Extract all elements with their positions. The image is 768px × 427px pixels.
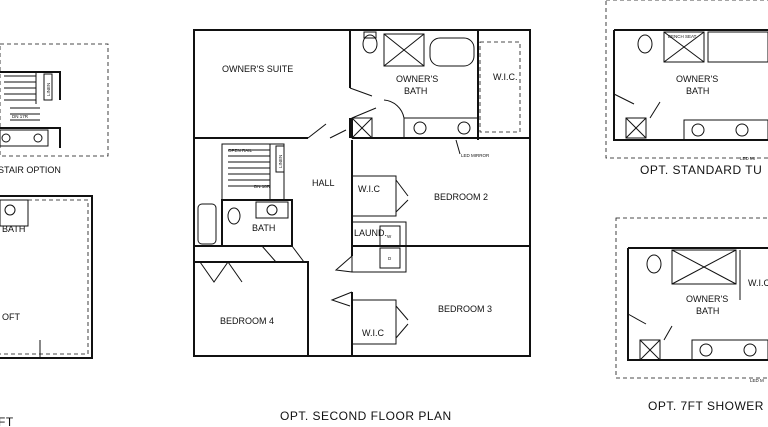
standard-owners-label-1: OWNER'S xyxy=(676,74,718,84)
shower-owners-label-2: BATH xyxy=(696,306,719,316)
bedroom3-label: BEDROOM 3 xyxy=(438,304,492,314)
standard-toilet xyxy=(637,34,653,54)
owners-wic-outline xyxy=(479,41,521,133)
shower-led-label: LED M xyxy=(750,378,764,383)
bedroom4-walls xyxy=(194,261,309,356)
hall-bath-tub xyxy=(197,203,217,245)
dryer xyxy=(379,247,401,269)
laundry-label: LAUND. xyxy=(354,228,387,238)
standard-tub xyxy=(707,31,768,63)
loft-option-detail: BATH OFT FT xyxy=(0,195,93,427)
stair-dn-label: DN 18R xyxy=(254,184,271,189)
owners-bath-label-1: OWNER'S xyxy=(396,74,438,84)
shower-7ft xyxy=(671,249,737,285)
standard-tub-caption: OPT. STANDARD TU xyxy=(640,163,762,177)
loft-bath-label: BATH xyxy=(2,224,25,234)
stair-option-boundary xyxy=(0,43,109,157)
stair-note: OPEN RAIL xyxy=(228,148,253,153)
owners-wic-label: W.I.C. xyxy=(493,72,518,82)
loft-room-label: OFT xyxy=(2,312,20,322)
standard-tub-boundary xyxy=(605,0,768,159)
hall-doors xyxy=(307,123,347,139)
shower-caption: OPT. 7FT SHOWER xyxy=(648,399,764,413)
shower-wic-label: W.I.C xyxy=(748,278,768,288)
hall-bath-label: BATH xyxy=(252,223,275,233)
standard-vanity xyxy=(683,119,768,141)
owners-tub xyxy=(429,37,475,67)
standard-tub-detail: BENCH SEAT OWNER'S BATH LED MI OPT. STAN… xyxy=(605,0,768,177)
standard-owners-label-2: BATH xyxy=(686,86,709,96)
hall-bath-vanity xyxy=(255,201,289,219)
loft-walls xyxy=(0,195,93,359)
owners-linen-closet xyxy=(351,117,373,139)
shower-option-detail: OWNER'S BATH W.I.C LED M OPT. 7FT SHOWER xyxy=(615,217,768,413)
owners-suite-label: OWNER'S SUITE xyxy=(222,64,293,74)
loft-bath-fixture xyxy=(0,199,29,227)
linen-label: LINEN xyxy=(278,155,283,168)
bedroom2-wic-label: W.I.C xyxy=(358,184,380,194)
bedroom4-label: BEDROOM 4 xyxy=(220,316,274,326)
bedroom2-wic xyxy=(351,175,397,217)
owners-toilet xyxy=(362,34,378,54)
second-floor-caption: OPT. SECOND FLOOR PLAN xyxy=(280,409,452,423)
svg-text:W: W xyxy=(387,234,392,239)
standard-led-label: LED MI xyxy=(740,156,755,161)
shower-vanity xyxy=(691,339,768,361)
stair-option-linen-label: LINEN xyxy=(46,83,51,96)
stair-option-walls xyxy=(0,71,61,148)
standard-tub-walls xyxy=(613,29,768,141)
stair-option-detail: LINEN DN 17R STAIR OPTION xyxy=(0,43,109,175)
loft-caption: FT xyxy=(0,415,14,427)
owners-doors xyxy=(349,87,405,119)
hall-bath-walls xyxy=(194,199,293,247)
hall-label: HALL xyxy=(312,178,335,188)
laundry-room xyxy=(351,221,407,273)
exterior-walls xyxy=(193,29,531,357)
standard-shower xyxy=(663,31,705,63)
owners-shower xyxy=(383,33,425,67)
shower-toilet xyxy=(646,254,662,274)
standard-bench-label: BENCH SEAT xyxy=(668,34,697,39)
hall-bath-toilet xyxy=(227,207,241,225)
owners-suite-walls xyxy=(194,30,530,139)
bedroom3-wic xyxy=(351,299,397,345)
svg-text:D: D xyxy=(388,256,392,261)
bedroom3-wic-label: W.I.C xyxy=(362,328,384,338)
shower-option-boundary xyxy=(615,217,768,379)
washer xyxy=(379,225,401,247)
shower-owners-label-1: OWNER'S xyxy=(686,294,728,304)
stair-option-caption: STAIR OPTION xyxy=(0,165,61,175)
owners-vanity xyxy=(403,117,479,139)
hall-bath-doors xyxy=(261,245,305,263)
owners-bath-label-2: BATH xyxy=(404,86,427,96)
led-mirror-label: LED MIRROR xyxy=(461,153,490,158)
shower-option-walls xyxy=(627,247,768,361)
stair-option-treads xyxy=(4,72,40,121)
bedroom2-label: BEDROOM 2 xyxy=(434,192,488,202)
stair-option-dn-label: DN 17R xyxy=(12,114,29,119)
second-floor-plan: OWNER'S BATH W.I.C. OWNER'S SUITE LED MI… xyxy=(193,29,531,423)
bedroom4-closet-doors xyxy=(199,261,243,283)
